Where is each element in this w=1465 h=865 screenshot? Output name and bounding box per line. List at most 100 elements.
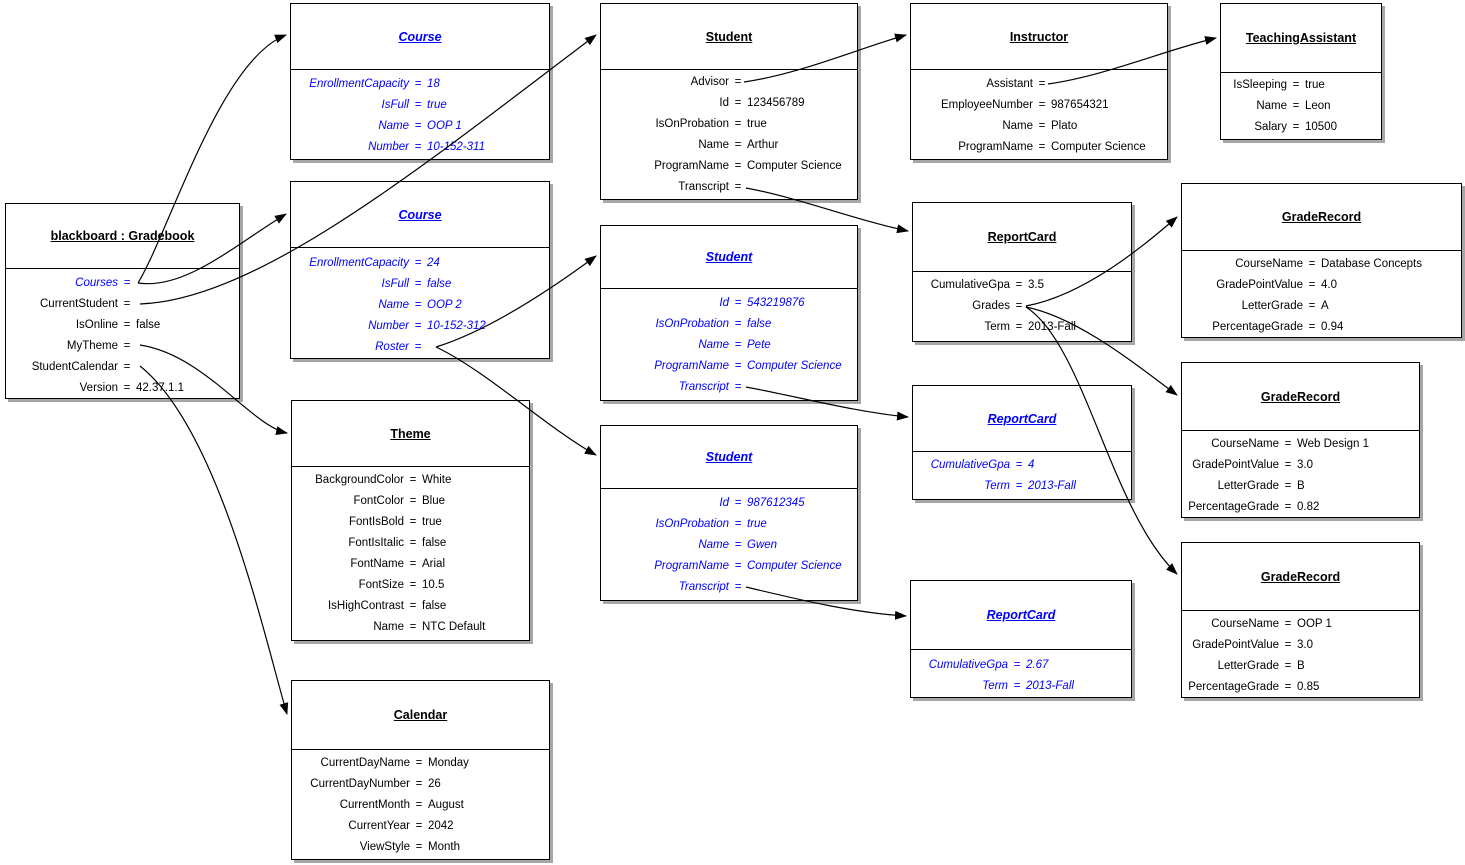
field-row-theme-name: Name=NTC Default xyxy=(292,616,529,637)
field-label: Courses xyxy=(75,276,118,289)
field-value: Arthur xyxy=(747,138,779,151)
field-label: LetterGrade xyxy=(1217,479,1279,492)
field-label: PercentageGrade xyxy=(1188,680,1279,693)
equals-sign: = xyxy=(409,536,417,549)
field-row-reportcard-1-cumulativegpa: CumulativeGpa=3.5 xyxy=(913,274,1131,295)
field-value: Web Design 1 xyxy=(1297,437,1370,450)
equals-sign: = xyxy=(1284,500,1292,513)
field-value: 2013-Fall xyxy=(1026,679,1074,692)
field-row-course-2-number: Number=10-152-312 xyxy=(291,315,549,336)
equals-sign: = xyxy=(1284,680,1292,693)
field-label: ViewStyle xyxy=(359,840,410,853)
field-value: 987654321 xyxy=(1051,98,1109,111)
field-row-graderecord-2-coursename: CourseName=Web Design 1 xyxy=(1182,433,1419,454)
field-row-instructor-programname: ProgramName=Computer Science xyxy=(911,136,1167,157)
field-value: Plato xyxy=(1051,119,1078,132)
equals-sign: = xyxy=(414,298,422,311)
field-label: Number xyxy=(368,140,409,153)
field-label: EnrollmentCapacity xyxy=(309,256,409,269)
object-title-reportcard-3: ReportCard xyxy=(911,581,1131,650)
field-label: ProgramName xyxy=(654,159,729,172)
field-label: IsOnProbation xyxy=(655,117,729,130)
equals-sign: = xyxy=(415,819,423,832)
equals-sign: = xyxy=(123,360,131,373)
field-label: Id xyxy=(719,96,729,109)
equals-sign: = xyxy=(123,318,131,331)
equals-sign: = xyxy=(734,75,742,88)
equals-sign: = xyxy=(1284,479,1292,492)
field-value: Month xyxy=(428,840,460,853)
field-row-graderecord-1-lettergrade: LetterGrade=A xyxy=(1182,295,1461,316)
field-row-graderecord-1-gradepointvalue: GradePointValue=4.0 xyxy=(1182,274,1461,295)
equals-sign: = xyxy=(734,317,742,330)
field-label: Version xyxy=(79,381,118,394)
equals-sign: = xyxy=(1292,120,1300,133)
field-value: 10-152-311 xyxy=(427,140,485,153)
field-label: Transcript xyxy=(678,380,729,393)
field-row-student-1-isonprobation: IsOnProbation=true xyxy=(601,113,857,134)
equals-sign: = xyxy=(1292,99,1300,112)
field-label: Name xyxy=(698,138,729,151)
field-label: ProgramName xyxy=(654,359,729,372)
field-value: 2.67 xyxy=(1026,658,1049,671)
field-value: 10-152-312 xyxy=(427,319,486,332)
object-title-student-1: Student xyxy=(601,4,857,70)
field-value: 4.0 xyxy=(1321,278,1337,291)
equals-sign: = xyxy=(734,338,742,351)
equals-sign: = xyxy=(414,277,422,290)
field-row-graderecord-2-lettergrade: LetterGrade=B xyxy=(1182,475,1419,496)
field-row-graderecord-1-coursename: CourseName=Database Concepts xyxy=(1182,253,1461,274)
equals-sign: = xyxy=(414,140,422,153)
equals-sign: = xyxy=(1284,659,1292,672)
edge-gradebook-studentcalendar-to-calendar xyxy=(139,365,289,715)
object-title-reportcard-2: ReportCard xyxy=(913,386,1131,452)
object-title-graderecord-1: GradeRecord xyxy=(1182,184,1461,251)
field-label: IsFull xyxy=(381,98,409,111)
field-row-student-2-name: Name=Pete xyxy=(601,334,857,355)
field-label: CumulativeGpa xyxy=(930,458,1010,471)
field-label: Name xyxy=(1002,119,1033,132)
field-label: Term xyxy=(982,679,1008,692)
field-row-instructor-name: Name=Plato xyxy=(911,115,1167,136)
field-label: IsOnProbation xyxy=(655,317,729,330)
field-row-course-2-enrollmentcapacity: EnrollmentCapacity=24 xyxy=(291,252,549,273)
field-row-calendar-viewstyle: ViewStyle=Month xyxy=(292,836,549,857)
equals-sign: = xyxy=(734,180,742,193)
field-label: Name xyxy=(378,298,409,311)
equals-sign: = xyxy=(734,359,742,372)
field-label: Assistant xyxy=(986,77,1033,90)
object-title-graderecord-2: GradeRecord xyxy=(1182,363,1419,431)
equals-sign: = xyxy=(1015,479,1023,492)
field-value: 0.94 xyxy=(1321,320,1344,333)
field-row-instructor-assistant: Assistant= xyxy=(911,73,1167,94)
field-row-course-1-isfull: IsFull=true xyxy=(291,94,549,115)
field-label: Term xyxy=(984,320,1010,333)
field-row-gradebook-isonline: IsOnline=false xyxy=(6,314,239,335)
field-label: Id xyxy=(719,496,729,509)
field-value: 123456789 xyxy=(747,96,805,109)
field-label: CurrentStudent xyxy=(40,297,118,310)
field-label: GradePointValue xyxy=(1192,638,1279,651)
equals-sign: = xyxy=(414,98,422,111)
field-row-student-3-programname: ProgramName=Computer Science xyxy=(601,555,857,576)
equals-sign: = xyxy=(734,96,742,109)
